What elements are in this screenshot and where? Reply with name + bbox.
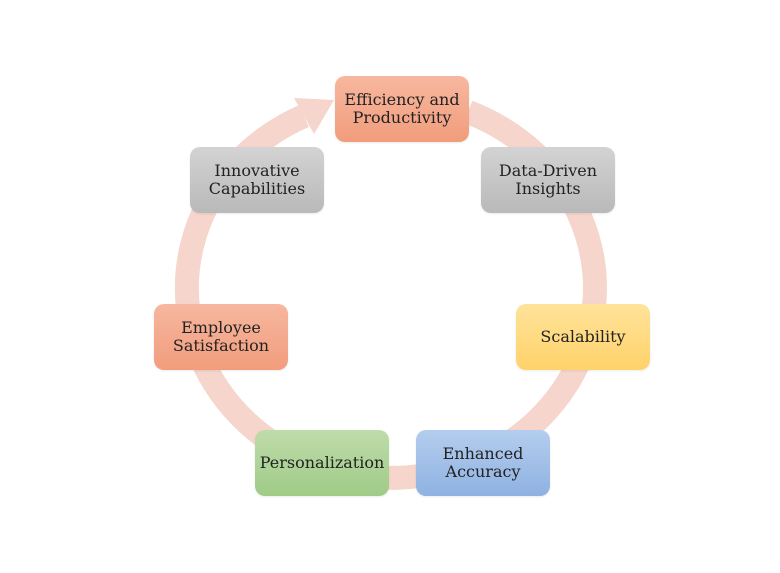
- node-label: Innovative Capabilities: [208, 161, 306, 198]
- node-label: Scalability: [540, 327, 626, 346]
- node-label: Enhanced Accuracy: [442, 444, 524, 481]
- node-innovative-capabilities: Innovative Capabilities: [190, 147, 324, 213]
- node-personalization: Personalization: [255, 430, 389, 496]
- node-label: Personalization: [259, 453, 385, 472]
- cycle-arrowhead: [294, 98, 334, 134]
- cycle-arc: [174, 100, 607, 490]
- node-efficiency-and-productivity: Efficiency and Productivity: [335, 76, 469, 142]
- node-employee-satisfaction: Employee Satisfaction: [154, 304, 288, 370]
- node-scalability: Scalability: [516, 304, 650, 370]
- node-label: Efficiency and Productivity: [344, 90, 460, 127]
- node-label: Data-Driven Insights: [498, 161, 598, 198]
- node-enhanced-accuracy: Enhanced Accuracy: [416, 430, 550, 496]
- node-data-driven-insights: Data-Driven Insights: [481, 147, 615, 213]
- node-label: Employee Satisfaction: [172, 318, 270, 355]
